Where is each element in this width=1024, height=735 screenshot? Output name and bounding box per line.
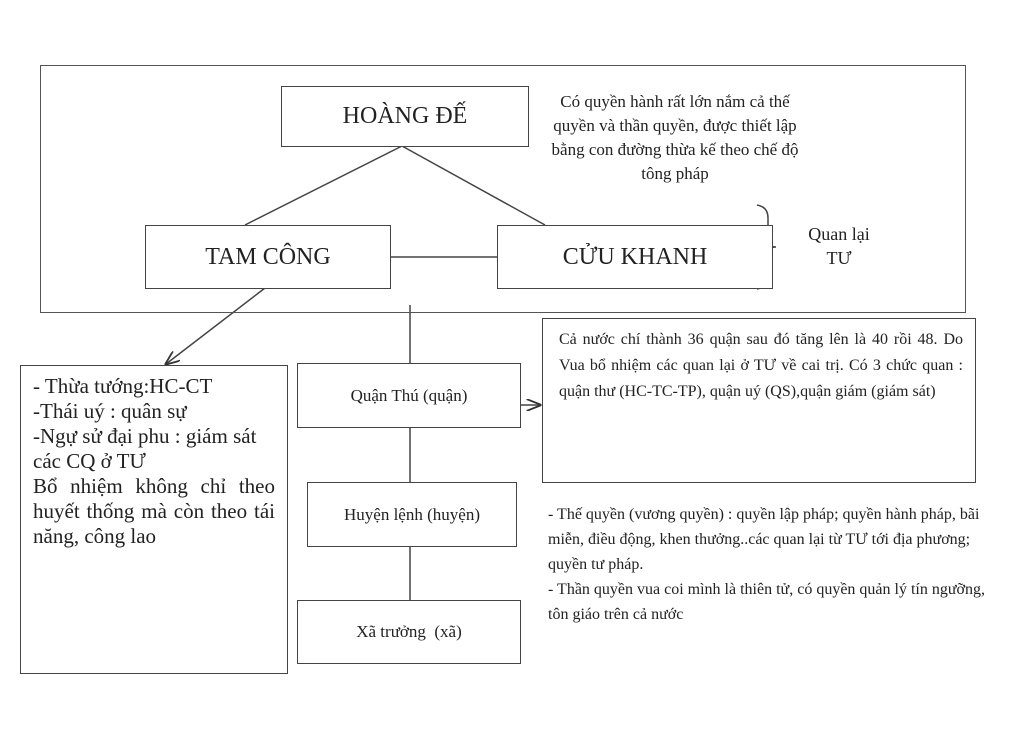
thua-tuong: - Thừa tướng:HC-CT <box>33 374 213 398</box>
arrow-to-left-box <box>166 287 266 364</box>
quan-description-box: Cả nước chí thành 36 quận sau đó tăng lê… <box>542 318 976 483</box>
line-emperor-tamcong <box>244 145 403 226</box>
tam-cong-details-box: - Thừa tướng:HC-CT -Thái uý : quân sự -N… <box>20 365 288 674</box>
central-officials-line1: Quan lại <box>808 224 870 244</box>
central-officials-line2: TƯ <box>826 248 852 268</box>
huyen-lenh-box: Huyện lệnh (huyện) <box>307 482 517 547</box>
thai-uy: -Thái uý : quân sự <box>33 399 187 423</box>
tam-cong-label: TAM CÔNG <box>205 243 331 270</box>
quan-thu-label: Quận Thú (quận) <box>350 385 468 405</box>
xa-truong-label: Xã trưởng (xã) <box>356 622 462 641</box>
tam-cong-box: TAM CÔNG <box>145 225 391 289</box>
powers-text: - Thế quyền (vương quyền) : quyền lập ph… <box>548 502 988 627</box>
xa-truong-box: Xã trưởng (xã) <box>297 600 521 664</box>
cuu-khanh-label: CỬU KHANH <box>562 243 708 270</box>
emperor-description: Có quyền hành rất lớn nắm cả thế quyền v… <box>551 92 799 183</box>
central-government-frame <box>40 65 966 313</box>
line-emperor-cuukhanh <box>401 145 546 226</box>
huyen-lenh-label: Huyện lệnh (huyện) <box>344 504 480 524</box>
appointment-note: Bổ nhiệm không chỉ theo huyết thống mà c… <box>33 474 275 548</box>
the-quyen: - Thế quyền (vương quyền) : quyền lập ph… <box>548 506 980 573</box>
ngu-su-dai-phu: -Ngự sử đại phu : giám sát các CQ ở TƯ <box>33 424 257 473</box>
quan-thu-box: Quận Thú (quận) <box>297 363 521 428</box>
cuu-khanh-box: CỬU KHANH <box>497 225 773 289</box>
emperor-label: HOÀNG ĐẾ <box>342 103 468 129</box>
central-officials-label: Quan lại TƯ <box>800 222 878 270</box>
emperor-box: HOÀNG ĐẾ <box>281 86 529 147</box>
quan-description: Cả nước chí thành 36 quận sau đó tăng lê… <box>559 331 963 400</box>
than-quyen: - Thần quyền vua coi mình là thiên tử, c… <box>548 581 985 623</box>
